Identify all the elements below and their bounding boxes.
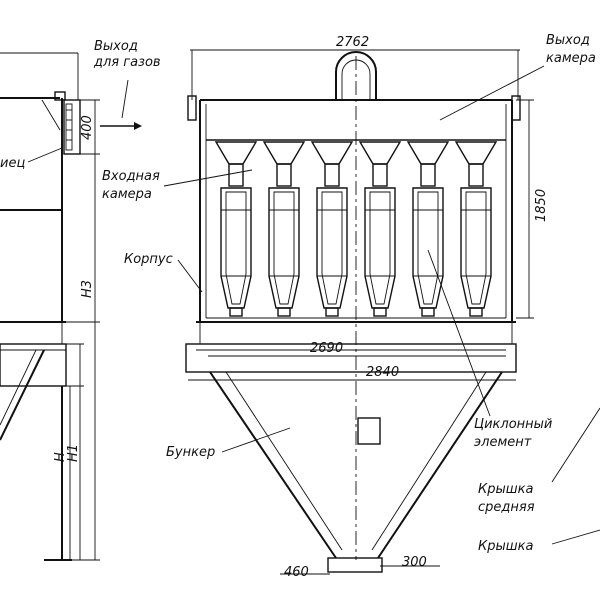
cyclone-element <box>406 141 450 317</box>
cyclone-elements <box>214 141 498 317</box>
label-body: Корпус <box>124 252 173 267</box>
cyclone-part <box>460 187 492 309</box>
label-middle-cover-2: средняя <box>478 500 535 515</box>
cyclone-part <box>214 141 258 165</box>
dim-h3: H3 <box>80 280 95 298</box>
label-cyclone-1: Циклонный <box>474 417 552 432</box>
cyclone-part <box>468 163 484 187</box>
cyclone-part <box>220 187 252 309</box>
dim-300: 300 <box>402 555 427 570</box>
cyclone-part <box>412 187 444 309</box>
dim-1850: 1850 <box>534 189 549 222</box>
cyclone-part <box>276 163 292 187</box>
cyclone-part <box>469 307 483 317</box>
cyclone-part <box>228 163 244 187</box>
labels: Выход для газов Выход камера иец Входная… <box>0 33 600 554</box>
label-inlet-chamber-1: Входная <box>102 169 160 184</box>
label-cyclone-2: элемент <box>474 435 532 450</box>
cyclone-part <box>373 307 387 317</box>
front-view: 2762 1850 2690 2840 <box>185 35 549 580</box>
dim-2690: 2690 <box>310 341 343 356</box>
label-middle-cover-1: Крышка <box>478 482 533 497</box>
label-inlet-chamber-2: камера <box>102 187 152 202</box>
dim-h1: H1 <box>66 444 81 462</box>
cyclone-element <box>262 141 306 317</box>
cyclone-part <box>406 141 450 165</box>
label-outlet-chamber-2: камера <box>546 51 596 66</box>
cyclone-part <box>310 141 354 165</box>
cyclone-part <box>358 141 402 165</box>
cyclone-element <box>358 141 402 317</box>
cyclone-part <box>465 191 487 305</box>
cyclone-part <box>372 163 388 187</box>
dim-2840: 2840 <box>366 365 399 380</box>
cyclone-part <box>420 163 436 187</box>
cyclone-part <box>325 307 339 317</box>
cyclone-part <box>262 141 306 165</box>
dim-2762: 2762 <box>336 35 369 50</box>
cyclone-part <box>369 191 391 305</box>
dim-400: 400 <box>80 115 95 140</box>
cyclone-part <box>364 187 396 309</box>
label-gas-outlet-2: для газов <box>93 55 161 70</box>
cyclone-part <box>321 191 343 305</box>
label-gas-outlet-1: Выход <box>94 39 138 54</box>
label-cover: Крышка <box>478 539 533 554</box>
cyclone-element <box>214 141 258 317</box>
cyclone-part <box>229 307 243 317</box>
cyclone-element <box>454 141 498 317</box>
label-bunker: Бункер <box>166 445 215 460</box>
cyclone-part <box>277 307 291 317</box>
cyclone-part <box>316 187 348 309</box>
label-nozzle: иец <box>0 156 25 171</box>
side-view: 400 H3 H1 H <box>0 52 142 561</box>
cyclone-element <box>310 141 354 317</box>
cyclone-part <box>324 163 340 187</box>
cyclone-part <box>421 307 435 317</box>
cyclone-part <box>225 191 247 305</box>
dim-h: H <box>53 452 68 462</box>
label-outlet-chamber-1: Выход <box>546 33 590 48</box>
dim-460: 460 <box>284 565 309 580</box>
cyclone-part <box>273 191 295 305</box>
cyclone-part <box>268 187 300 309</box>
cyclone-part <box>417 191 439 305</box>
cyclone-part <box>454 141 498 165</box>
